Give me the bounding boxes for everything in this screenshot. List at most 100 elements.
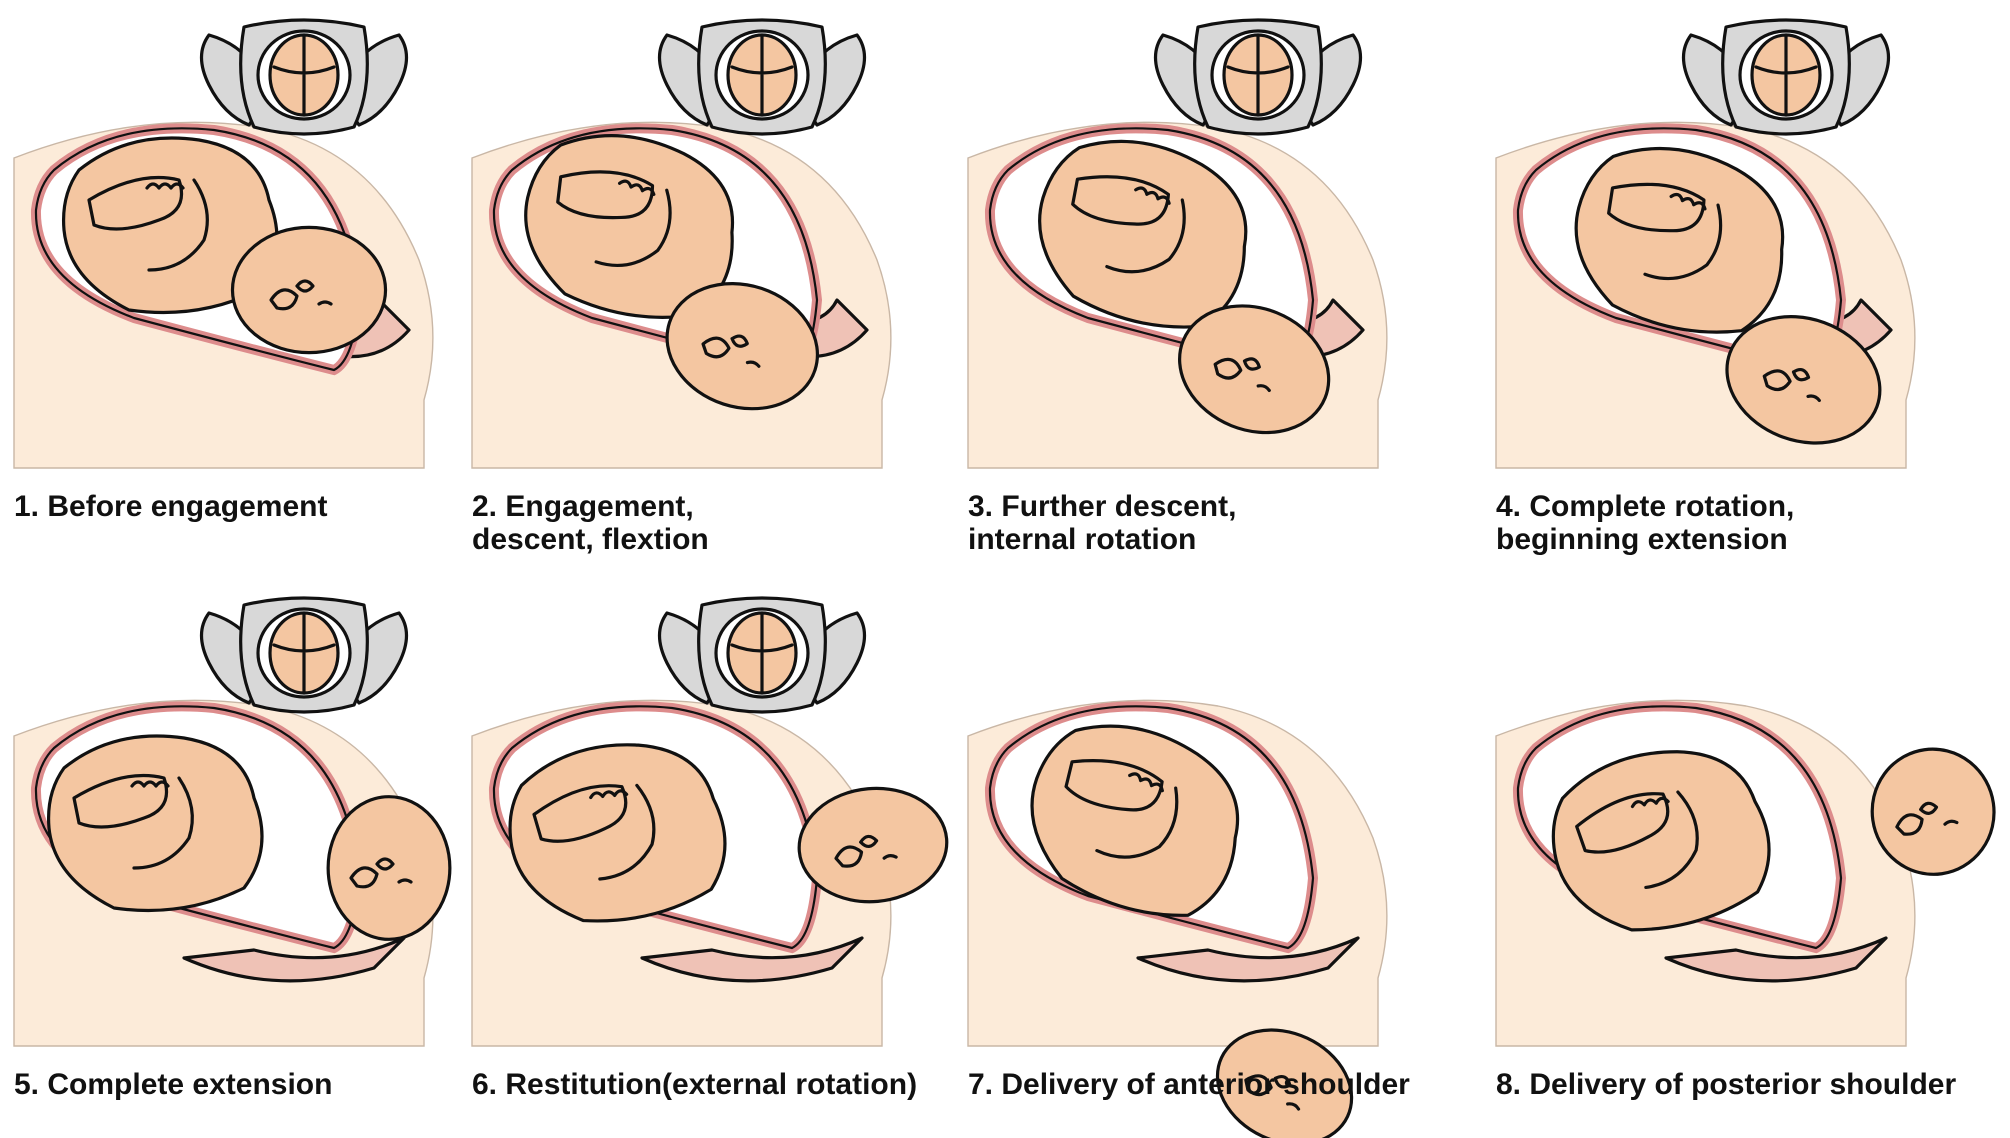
fetal-hand — [1895, 813, 1924, 836]
fetus — [508, 743, 949, 923]
stage-illustration — [967, 699, 1388, 1138]
caption-line: beginning extension — [1496, 523, 1966, 556]
caption-text: Delivery of posterior shoulder — [1529, 1068, 1957, 1101]
stage-caption: 4. Complete rotation,beginning extension — [1496, 490, 1966, 556]
caption-line: 6. Restitution(external rotation) — [472, 1068, 942, 1101]
fetal-face — [730, 334, 761, 368]
pelvis-top-view — [657, 596, 867, 714]
fetus — [1038, 139, 1331, 435]
stage-caption: 7. Delivery of anterior shoulder — [968, 1068, 1438, 1101]
uterus-outline — [34, 705, 361, 950]
caption-text: Restitution(external rotation) — [505, 1068, 918, 1101]
fetal-face — [859, 834, 898, 860]
fetal-toes — [1128, 772, 1164, 793]
caption-line: 3. Further descent, — [968, 490, 1438, 523]
stage-illustration — [471, 596, 949, 1047]
fetal-hand — [1762, 369, 1792, 392]
stage-panel-6: 6. Restitution(external rotation) — [471, 578, 949, 1138]
stage-number: 6. — [472, 1068, 498, 1101]
caption-text: descent, flextion — [472, 523, 709, 556]
fetus — [1551, 747, 1996, 932]
caption-line: 8. Delivery of posterior shoulder — [1496, 1068, 1966, 1101]
stage-panel-8: 8. Delivery of posterior shoulder — [1495, 578, 1996, 1138]
skull-sutures — [272, 611, 336, 695]
skull-sutures — [730, 33, 794, 117]
fetal-arm — [1095, 786, 1179, 859]
fetal-arm — [1105, 198, 1186, 274]
stage-panel-2: 2. Engagement,descent, flextion — [471, 0, 942, 560]
stage-caption: 5. Complete extension — [14, 1068, 484, 1101]
fetal-body — [508, 743, 727, 923]
fetal-toes — [1134, 186, 1171, 205]
stage-caption: 3. Further descent,internal rotation — [968, 490, 1438, 556]
stage-illustration — [1495, 699, 1996, 1047]
caption-text: Further descent, — [1001, 490, 1237, 523]
fetal-face — [1242, 357, 1271, 393]
fetal-arm — [147, 178, 209, 272]
fetal-face — [295, 279, 333, 306]
fetus — [61, 136, 388, 355]
uterus-outline — [988, 705, 1315, 950]
fetal-hand — [269, 288, 299, 311]
caption-text: Complete rotation, — [1529, 490, 1795, 523]
caption-line: 7. Delivery of anterior shoulder — [968, 1068, 1438, 1101]
fetal-leg — [532, 784, 628, 843]
fetal-face — [1919, 801, 1959, 826]
stage-number: 2. — [472, 490, 498, 523]
stage-caption: 1. Before engagement — [14, 490, 484, 523]
uterus-outline — [34, 127, 361, 372]
fetal-body — [46, 734, 264, 913]
fetal-arm — [1644, 790, 1699, 890]
stage-caption: 8. Delivery of posterior shoulder — [1496, 1068, 1966, 1101]
stage-illustration — [1495, 18, 1916, 469]
fetal-face — [1273, 1075, 1301, 1111]
skull-sutures — [1226, 33, 1290, 117]
stage-illustration — [967, 18, 1388, 469]
fetal-toes — [145, 182, 185, 190]
stage-number: 8. — [1496, 1068, 1522, 1101]
caption-text: Delivery of anterior shoulder — [1001, 1068, 1410, 1101]
stage-illustration — [471, 18, 892, 469]
caption-line: 1. Before engagement — [14, 490, 484, 523]
stage-panel-5: 5. Complete extension — [13, 578, 484, 1138]
fetal-hand — [1244, 1074, 1273, 1097]
stage-caption: 2. Engagement,descent, flextion — [472, 490, 942, 556]
stage-illustration — [13, 18, 434, 469]
pelvis-top-view — [199, 18, 409, 136]
stage-panel-7: 7. Delivery of anterior shoulder — [967, 578, 1438, 1138]
stage-caption: 6. Restitution(external rotation) — [472, 1068, 942, 1101]
fetal-toes — [589, 789, 629, 800]
stage-number: 7. — [968, 1068, 994, 1101]
birth-canal — [640, 936, 864, 983]
fetal-hand — [349, 866, 379, 889]
stage-panel-3: 3. Further descent,internal rotation — [967, 0, 1438, 560]
fetal-toes — [617, 179, 656, 197]
fetal-hand — [1213, 357, 1243, 380]
pelvis-top-view — [1681, 18, 1891, 136]
fetal-hand — [834, 845, 864, 868]
fetal-toes — [130, 780, 170, 788]
caption-line: internal rotation — [968, 523, 1438, 556]
stage-panel-4: 4. Complete rotation,beginning extension — [1495, 0, 1966, 560]
fetus — [524, 134, 820, 411]
caption-line: 4. Complete rotation, — [1496, 490, 1966, 523]
fetal-arm — [598, 783, 656, 881]
caption-text: Complete extension — [47, 1068, 333, 1101]
fetal-arm — [1643, 203, 1723, 281]
birth-canal — [1136, 936, 1360, 983]
stage-number: 5. — [14, 1068, 40, 1101]
caption-line: 5. Complete extension — [14, 1068, 484, 1101]
fetal-arm — [132, 776, 194, 870]
skull-sutures — [272, 33, 336, 117]
caption-text: internal rotation — [968, 523, 1197, 556]
skull-sutures — [730, 611, 794, 695]
fetal-leg — [87, 176, 184, 231]
birth-canal — [182, 936, 406, 983]
pelvis-top-view — [1153, 18, 1363, 136]
caption-text: Before engagement — [47, 490, 328, 523]
stage-number: 3. — [968, 490, 994, 523]
stage-number: 4. — [1496, 490, 1522, 523]
birth-canal — [1664, 936, 1888, 983]
fetal-leg — [72, 774, 169, 829]
